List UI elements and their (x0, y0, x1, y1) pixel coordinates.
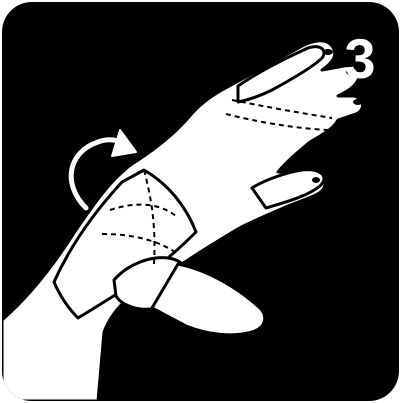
step-number-label: 3 (338, 29, 382, 89)
